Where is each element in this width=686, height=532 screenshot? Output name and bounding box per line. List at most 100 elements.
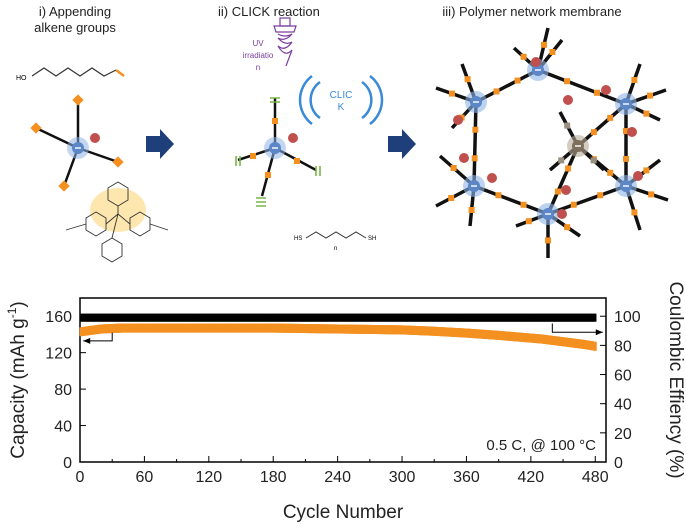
schematic: HO UV irradiatio n	[16, 17, 669, 263]
plot-frame	[79, 297, 607, 463]
alkene-segment	[607, 169, 614, 176]
star-with-thiols	[235, 97, 321, 207]
panel-2-title: ii) CLICK reaction	[218, 4, 320, 19]
left-axis-arrowhead	[83, 337, 91, 344]
efficiency-point	[594, 313, 597, 322]
capacity-chart: 0 60 120 180 240 300 360 420 480 0 40 80 120 160 0 20 40…	[5, 281, 686, 523]
arrow-1-icon	[146, 129, 174, 159]
y-right-tick-label: 60	[614, 368, 632, 385]
network-link	[475, 68, 539, 104]
uv-line-2: irradiatio	[243, 51, 274, 60]
alkene-segment	[493, 88, 500, 95]
click-line-2: K	[338, 102, 345, 113]
alkene-segment	[564, 122, 571, 129]
li-ion	[627, 127, 637, 137]
y-left-tick-label: 120	[45, 346, 72, 363]
alkene-segment	[472, 126, 479, 133]
uv-line-1: UV	[252, 39, 264, 48]
alkene-segment	[590, 157, 597, 164]
alkene-segment	[549, 49, 556, 55]
network-link	[537, 68, 627, 106]
alkene-segment	[623, 155, 629, 162]
alkene-segment	[471, 155, 478, 162]
alkene-segment	[623, 128, 629, 135]
x-tick-label: 60	[136, 469, 154, 486]
y-left-tick-label: 40	[54, 419, 72, 436]
uv-line-3: n	[256, 63, 260, 72]
alkene-segment	[514, 77, 521, 84]
li-ion	[633, 171, 643, 181]
click-wave-icon	[298, 75, 384, 125]
hs-label: HS	[294, 236, 302, 242]
alkene-segment	[631, 209, 638, 216]
y-right-tick-label: 100	[614, 309, 641, 326]
x-tick-label: 180	[260, 469, 287, 486]
arrow-2-icon	[388, 129, 416, 159]
panel-3-title: iii) Polymer network membrane	[442, 4, 622, 19]
alkene-segment	[564, 78, 571, 85]
x-tick-label: 360	[453, 469, 480, 486]
network-link	[473, 184, 549, 216]
li-ion	[601, 85, 611, 95]
y-left-axis-label-sup: -1	[5, 307, 19, 318]
x-tick-label: 300	[389, 469, 416, 486]
alkene-segment	[495, 192, 502, 199]
li-ion	[459, 153, 469, 163]
alkene-segment	[607, 114, 614, 121]
alkene-segment	[647, 92, 653, 99]
y-left-tick-label: 0	[63, 455, 72, 472]
alkene-molecule: HO	[16, 67, 125, 82]
li-ion	[487, 173, 497, 183]
x-tick-label: 240	[324, 469, 351, 486]
y-left-tick-label: 160	[45, 309, 72, 326]
alkene-segment	[631, 77, 638, 83]
star-monomer	[30, 94, 124, 192]
polymer-network	[435, 27, 669, 258]
x-tick-label: 480	[582, 469, 609, 486]
alkene-segment	[570, 201, 577, 208]
sh-label: SH	[368, 236, 376, 242]
y-right-tick-label: 40	[614, 397, 632, 414]
alkene-segment	[648, 191, 655, 198]
x-axis-label: Cycle Number	[283, 502, 404, 523]
alkene-segment	[590, 129, 597, 136]
li-ion	[531, 57, 541, 67]
y-right-axis-label: Coulombic Effiency (%)	[665, 281, 686, 478]
x-tick-label: 0	[76, 469, 85, 486]
alkene-segment	[545, 237, 551, 244]
li-ion	[561, 185, 571, 195]
y-left-tick-label: 80	[54, 382, 72, 399]
y-left-axis-label-end: )	[8, 301, 29, 307]
x-tick-label: 120	[195, 469, 222, 486]
alkene-segment	[565, 165, 572, 172]
network-link	[546, 145, 580, 215]
alkene-segment	[525, 218, 532, 225]
left-axis-indicator	[83, 332, 113, 342]
alkene-segment	[464, 76, 471, 83]
alkene-segment	[597, 192, 604, 199]
li-ion	[563, 95, 573, 105]
alkene-segment	[520, 201, 527, 208]
panel-1-title-line1: i) Appending	[38, 4, 112, 19]
tetraphenyl-structure	[65, 181, 169, 263]
y-right-tick-label: 80	[614, 338, 632, 355]
alkene-segment	[541, 41, 547, 48]
y-right-tick-label: 20	[614, 426, 632, 443]
y-right-tick-label: 0	[614, 455, 623, 472]
x-tick-label: 420	[518, 469, 545, 486]
y-left-axis-label: Capacity (mAh g-1)	[5, 301, 29, 458]
alkene-segment	[643, 167, 650, 174]
right-axis-arrowhead	[595, 329, 603, 336]
alkene-segment	[450, 165, 457, 171]
dithiol-molecule: HS SH n	[294, 231, 376, 252]
alkene-segment	[468, 207, 475, 213]
alkene-segment	[558, 157, 565, 164]
alkene-segment	[643, 110, 650, 117]
li-ion	[453, 115, 463, 125]
n-label: n	[334, 246, 337, 252]
right-axis-indicator	[551, 323, 603, 333]
chart-annotation: 0.5 C, @ 100 °C	[486, 437, 596, 454]
uv-lamp-icon	[273, 17, 297, 67]
network-link	[472, 101, 478, 187]
li-ion	[557, 209, 567, 219]
